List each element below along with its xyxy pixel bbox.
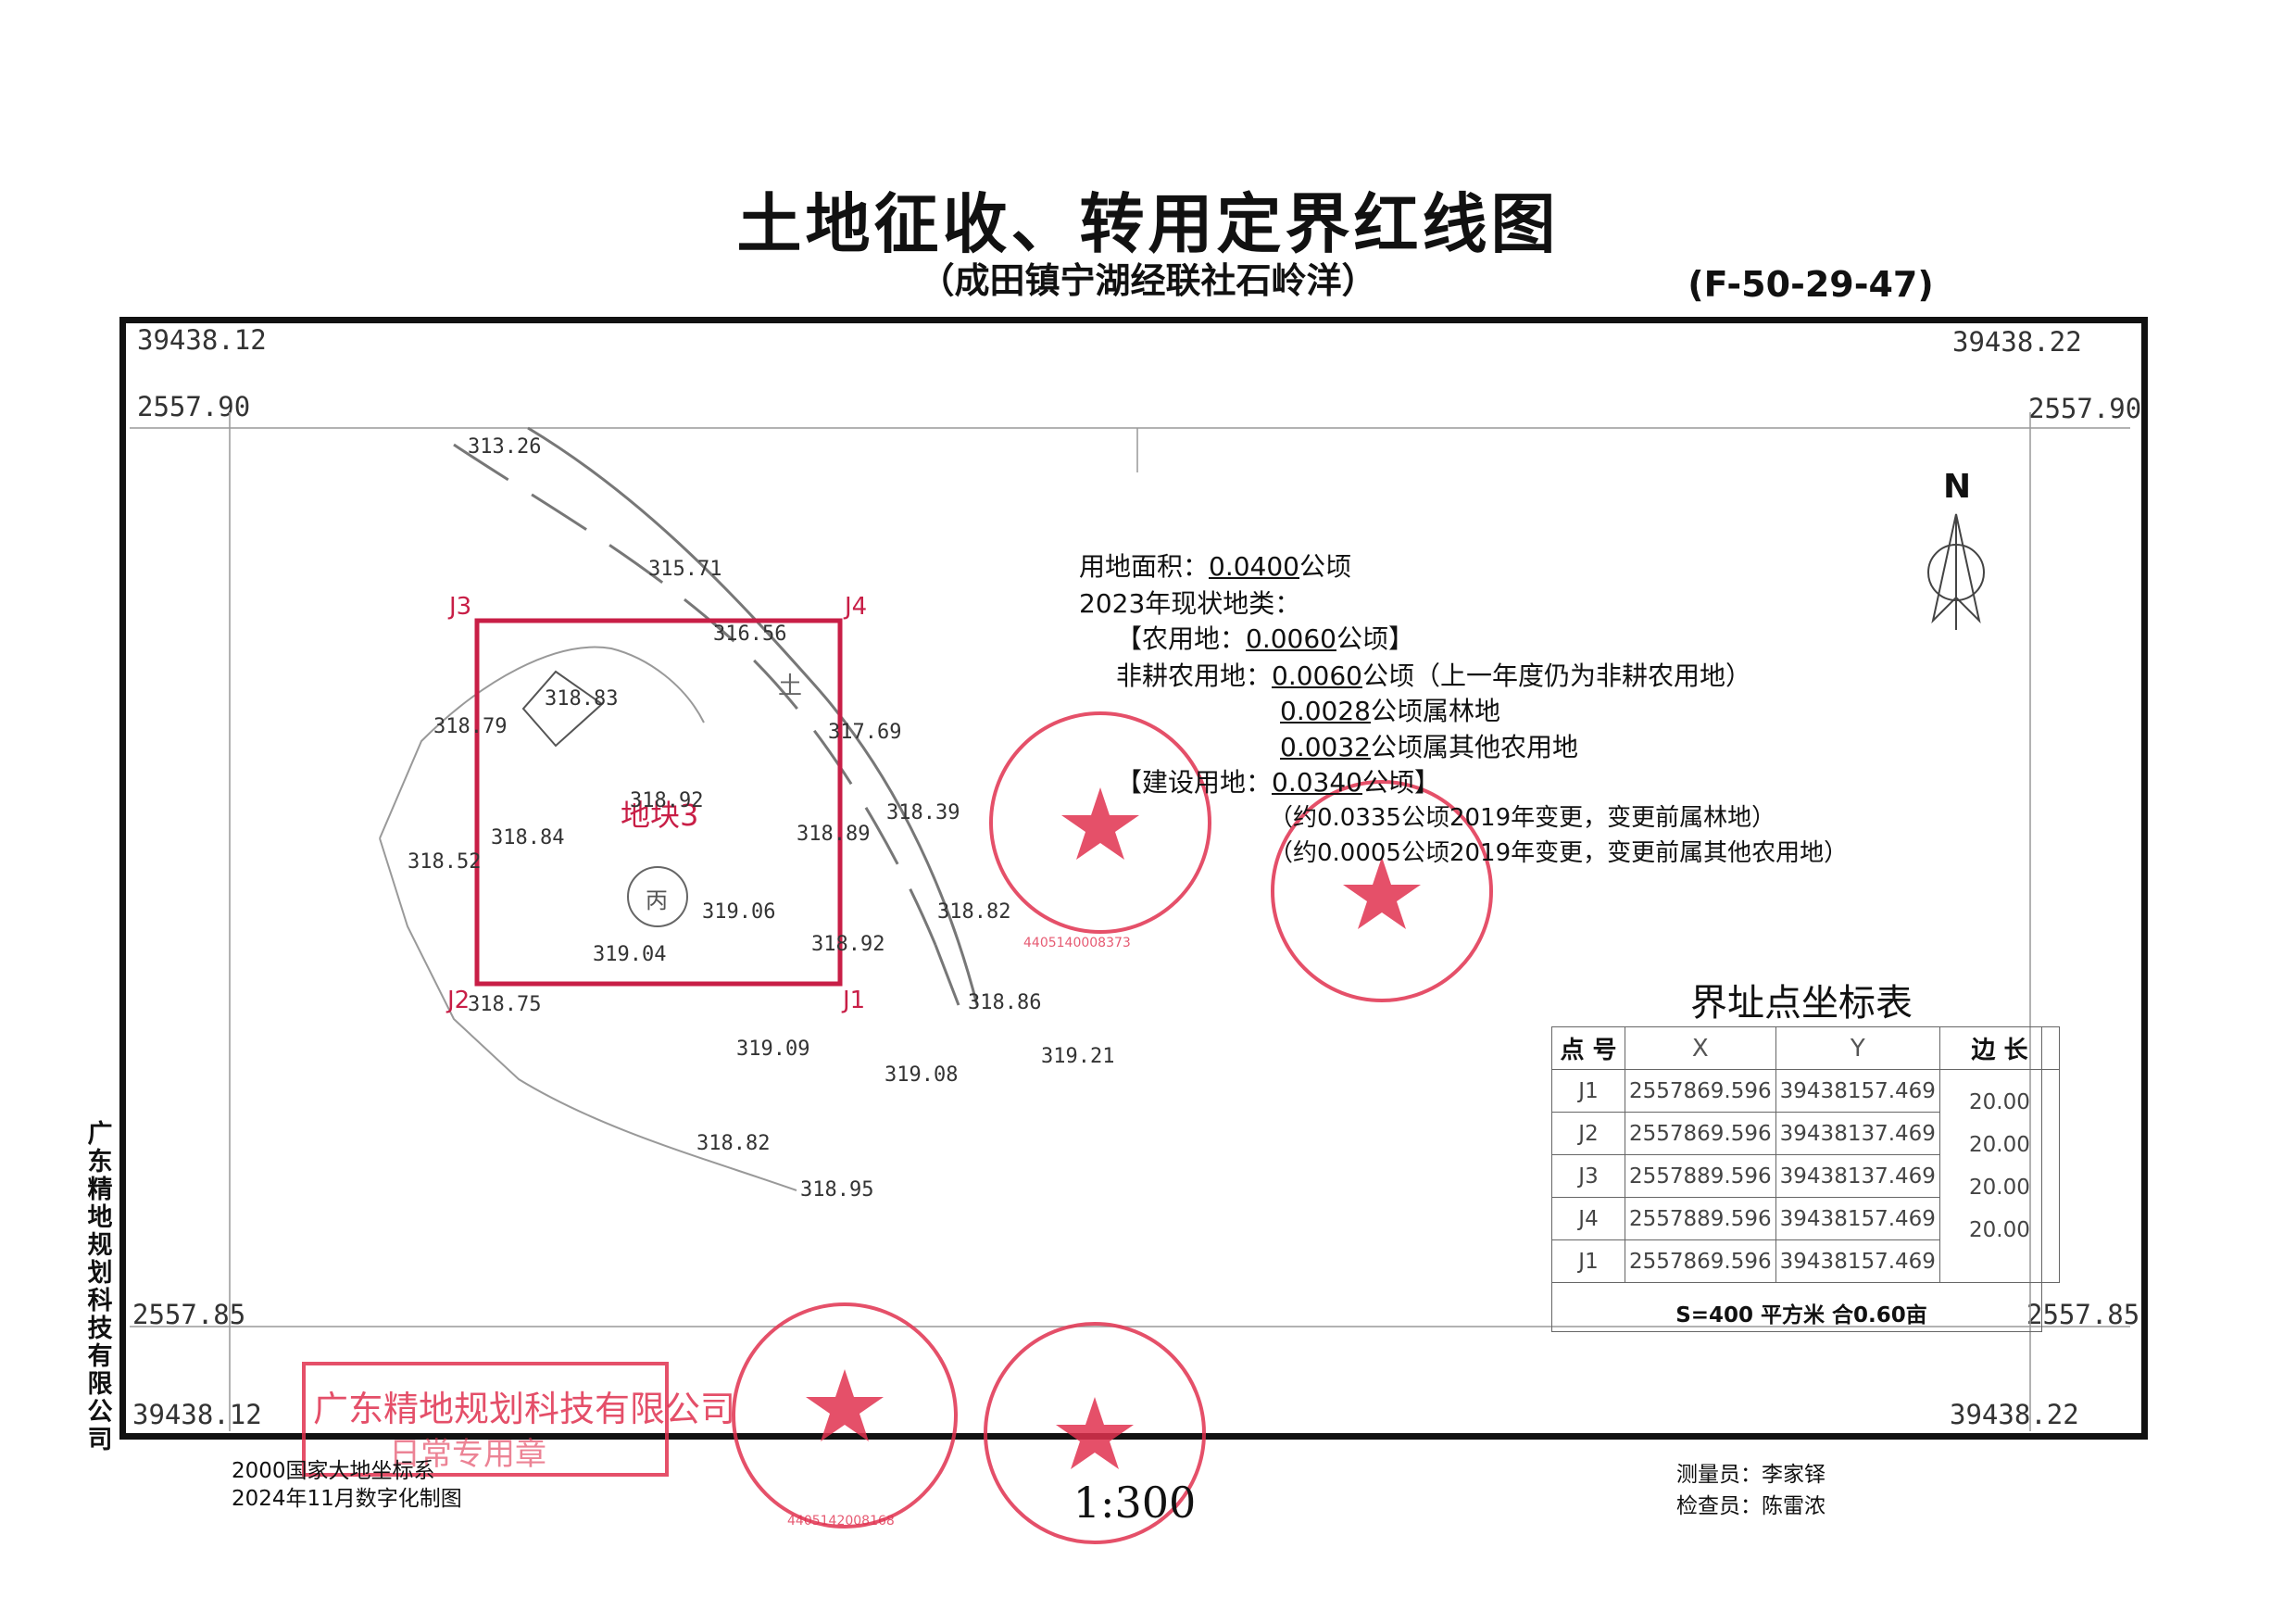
well-symbol <box>627 866 688 927</box>
edge-length: 20.00 <box>1969 1132 2030 1157</box>
parcel-boundary <box>474 618 843 987</box>
col-header-y: Y <box>1775 1026 1940 1070</box>
elevation-point: 318.83 <box>545 687 619 711</box>
stamp-4-ring <box>984 1322 1206 1544</box>
soil-symbol: 土 <box>778 673 803 700</box>
stamp-code-1: 4405140008373 <box>1023 936 1131 950</box>
elevation-point: 313.26 <box>468 435 542 459</box>
elevation-point: 316.56 <box>713 623 787 646</box>
map-frame <box>119 317 2148 1440</box>
company-rect-stamp <box>302 1362 669 1477</box>
corner-label-j3: J3 <box>449 593 472 621</box>
elevation-point: 319.09 <box>736 1038 810 1061</box>
parcel-label: 地块3 <box>621 798 699 833</box>
frame-coord-top-left-x: 39438.12 <box>137 324 267 356</box>
frame-coord-bottom-right-y: 2557.85 <box>2026 1299 2140 1330</box>
elevation-point: 318.39 <box>886 801 960 824</box>
table-row: J1 2557869.596 39438157.469 20.00 <box>1551 1218 2060 1283</box>
map-scale: 1:300 <box>1073 1478 1197 1528</box>
elevation-point: 318.82 <box>696 1132 771 1155</box>
frame-coord-top-right-x: 39438.22 <box>1952 326 2082 358</box>
edge-length: 20.00 <box>1969 1089 2030 1114</box>
elevation-point: 315.71 <box>648 558 722 581</box>
page-subtitle: （成田镇宁湖经联社石岭洋） <box>919 260 1377 301</box>
elevation-point: 318.95 <box>800 1178 874 1202</box>
north-arrow <box>1927 513 1985 630</box>
sheet-number: (F-50-29-47) <box>1687 264 1934 305</box>
north-label: N <box>1943 468 1972 506</box>
stamp-stars <box>806 787 1421 1469</box>
draw-date: 2024年11月数字化制图 <box>232 1487 462 1511</box>
land-status-label: 2023年现状地类： <box>1079 588 1301 619</box>
elevation-point: 318.92 <box>811 933 885 956</box>
elevation-point: 319.21 <box>1041 1045 1115 1068</box>
frame-coord-top-right-y: 2557.90 <box>2028 393 2142 424</box>
elevation-point: 318.79 <box>433 715 508 738</box>
surveyor: 测量员：李家铎 <box>1676 1463 1826 1487</box>
building-outline <box>521 670 604 748</box>
page-title: 土地征收、转用定界红线图 <box>736 186 1560 262</box>
elevation-point: 318.82 <box>937 900 1011 924</box>
elevation-point: 319.08 <box>885 1063 959 1087</box>
table-row: J3 2557889.596 39438137.469 20.00 <box>1551 1133 2060 1198</box>
elevation-point: 318.52 <box>408 850 482 874</box>
elevation-point: 318.86 <box>968 991 1042 1014</box>
corner-label-j2: J2 <box>447 987 470 1014</box>
stamp-3-ring <box>732 1302 958 1529</box>
terrain-outline-bottom <box>379 837 797 1191</box>
area-summary: S=400 平方米 合0.60亩 <box>1675 1303 1927 1327</box>
company-name-vertical: 广东精地规划科技有限公司 <box>87 1120 113 1454</box>
corner-label-j1: J1 <box>843 987 866 1014</box>
road-lines <box>453 426 979 1006</box>
elevation-point: 319.06 <box>702 900 776 924</box>
edge-length: 20.00 <box>1969 1217 2030 1242</box>
land-area-line: 用地面积：0.0400公顷 <box>1079 551 1352 582</box>
col-header-point: 点 号 <box>1551 1026 1625 1070</box>
elevation-point: 318.75 <box>468 993 542 1016</box>
stamp-code-2: 4405142008168 <box>787 1514 895 1529</box>
coord-table: 点 号 X Y 边 长 J1 2557869.596 39438157.469 … <box>1551 1026 2060 1331</box>
farm-land-line: 【农用地：0.0060公顷】 <box>1116 623 1415 654</box>
elevation-point: 319.04 <box>593 943 667 966</box>
col-header-x: X <box>1625 1026 1776 1070</box>
terrain-outline-top <box>379 646 705 839</box>
coord-table-title: 界址点坐标表 <box>1690 982 1913 1025</box>
elevation-point: 318.89 <box>797 823 871 846</box>
elevation-point: 318.92 <box>630 789 704 812</box>
table-header-row: 点 号 X Y 边 长 <box>1551 1026 2060 1070</box>
elevation-point: 318.84 <box>491 826 565 849</box>
construction-note-1: （约0.0335公顷2019年变更，变更前属林地） <box>1269 804 1776 832</box>
frame-coord-top-left-y: 2557.90 <box>137 391 251 422</box>
company-rect-stamp-text: 广东精地规划科技有限公司 <box>313 1389 736 1429</box>
table-row: J1 2557869.596 39438157.469 <box>1551 1069 2060 1113</box>
construction-note-2: （约0.0005公顷2019年变更，变更前属其他农用地） <box>1269 839 1849 867</box>
frame-coord-bottom-left-x: 39438.12 <box>132 1399 262 1430</box>
stamp-2-ring <box>1271 780 1493 1002</box>
nonfarm-land-line: 非耕农用地：0.0060公顷（上一年度仍为非耕农用地） <box>1116 661 1752 691</box>
checker: 检查员：陈雷浓 <box>1676 1494 1826 1518</box>
company-rect-stamp-sub: 日常专用章 <box>389 1436 546 1473</box>
table-row: J2 2557869.596 39438137.469 20.00 <box>1551 1090 2060 1155</box>
construction-land-line: 【建设用地：0.0340公顷】 <box>1116 767 1441 798</box>
corner-label-j4: J4 <box>845 593 868 621</box>
table-row: J4 2557889.596 39438157.469 20.00 <box>1551 1176 2060 1240</box>
other-farm-land-line: 0.0032公顷属其他农用地 <box>1280 732 1578 762</box>
stamp-group <box>302 711 1493 1544</box>
elevation-point: 317.69 <box>828 721 902 744</box>
col-header-edge: 边 长 <box>1938 1026 2060 1070</box>
stamp-1-ring <box>989 711 1211 934</box>
forest-land-line: 0.0028公顷属林地 <box>1280 696 1500 726</box>
frame-coord-bottom-right-x: 39438.22 <box>1950 1399 2079 1430</box>
edge-length: 20.00 <box>1969 1175 2030 1200</box>
well-symbol-label: 丙 <box>646 887 668 913</box>
coord-system: 2000国家大地坐标系 <box>232 1459 435 1483</box>
frame-coord-bottom-left-y: 2557.85 <box>132 1299 246 1330</box>
